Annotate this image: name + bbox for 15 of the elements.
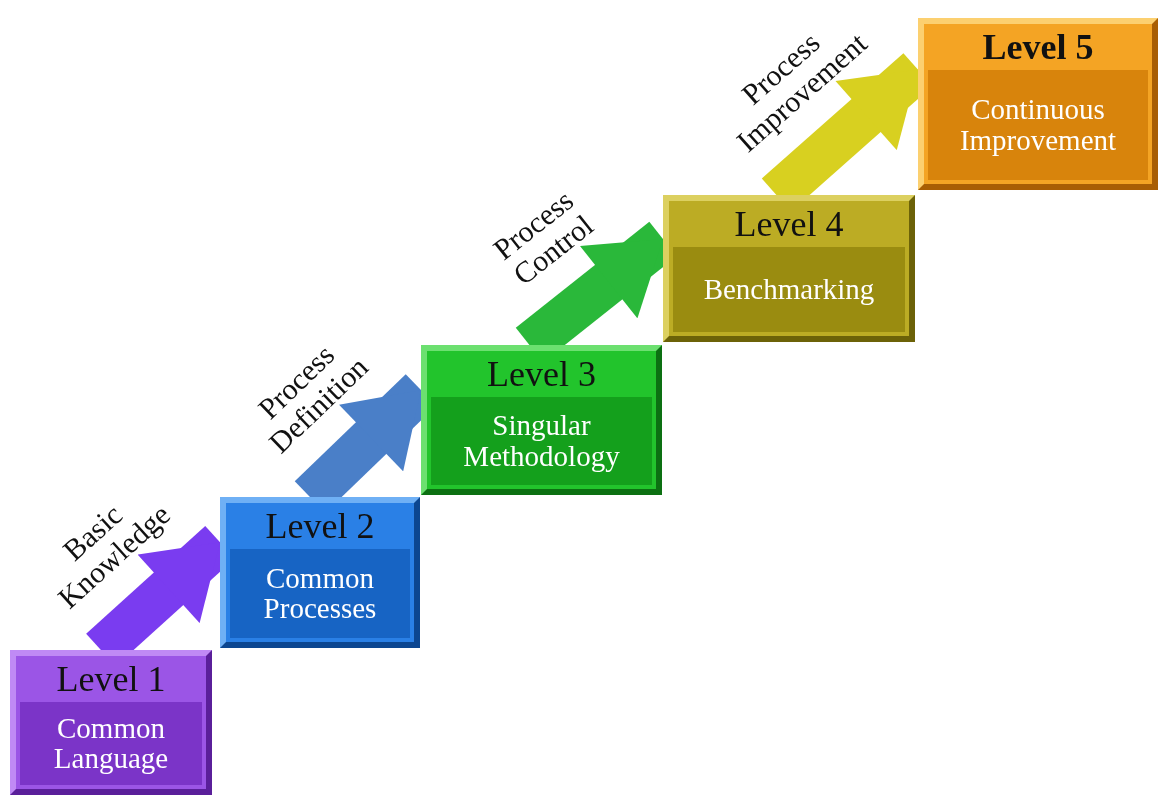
level-description: Continuous Improvement — [928, 69, 1148, 180]
level-box — [918, 18, 1158, 190]
level-heading: Level 1 — [55, 658, 167, 700]
level-box — [421, 345, 662, 495]
level-heading: Level 5 — [981, 26, 1095, 68]
level-box — [663, 195, 915, 342]
level-box — [220, 497, 420, 648]
level-heading: Level 3 — [486, 353, 597, 395]
level-heading: Level 4 — [733, 203, 845, 245]
level-description: Singular Methodology — [431, 396, 652, 485]
level-box — [10, 650, 212, 795]
level-description: Benchmarking — [673, 246, 905, 332]
level-heading: Level 2 — [264, 505, 376, 547]
level-description: Common Language — [20, 701, 202, 785]
level-description: Common Processes — [230, 548, 410, 638]
